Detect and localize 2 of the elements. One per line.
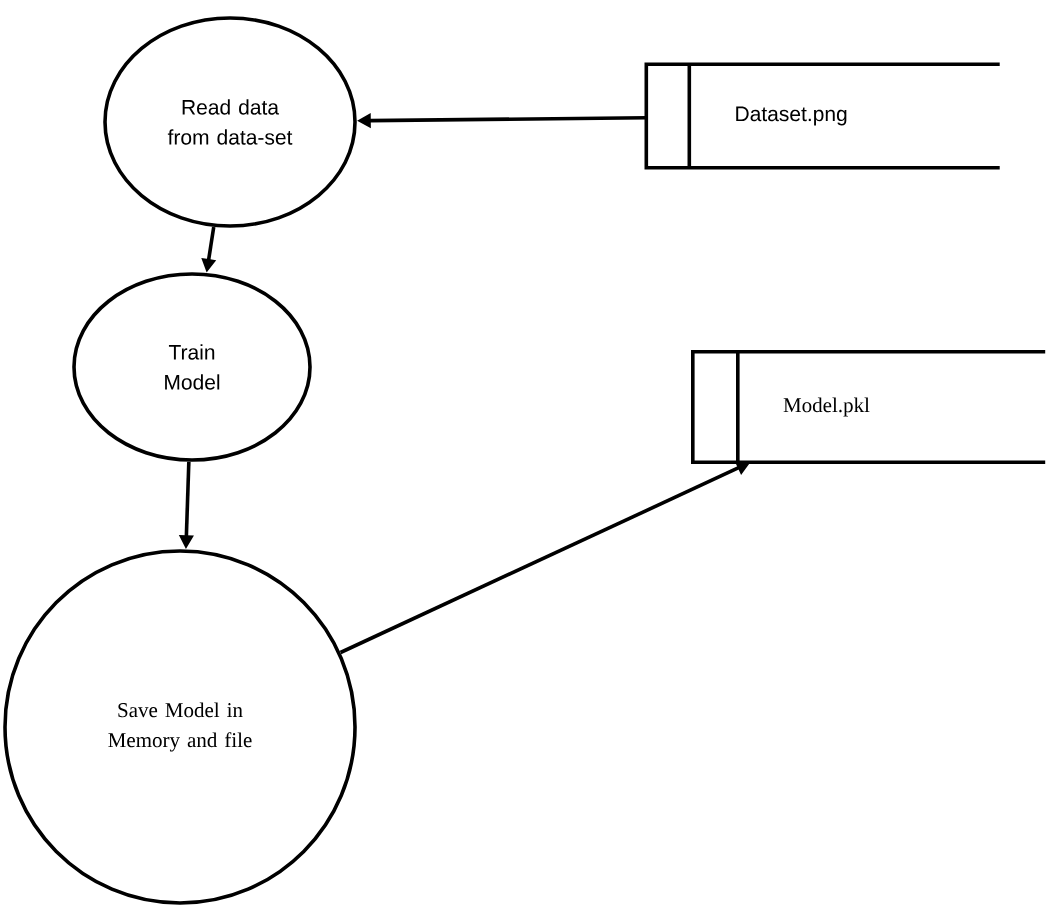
data-store: Model.pkl: [691, 350, 1046, 464]
data-store: Dataset.png: [644, 62, 1000, 170]
